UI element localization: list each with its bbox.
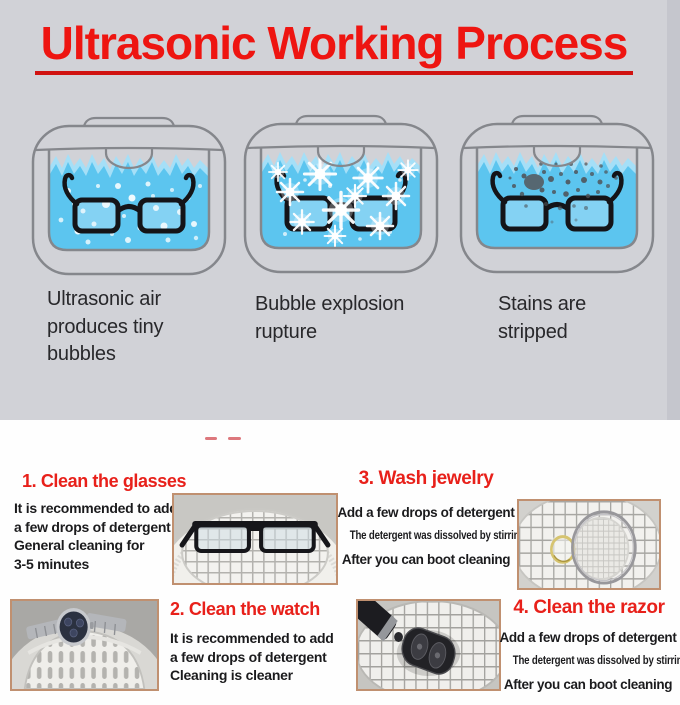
jewelry-in-basket-image [519,501,659,588]
stains-tank-icon [459,114,655,274]
step-1-heading: 1. Clean the glasses [22,471,187,491]
glasses-in-basket-image [174,495,336,583]
step-2-text: It is recommended to add a few drops of … [170,630,334,683]
razor-handle-icon [358,601,398,642]
razor-button-icon [394,632,403,642]
stage-caption-1: Ultrasonic air produces tiny bubbles [47,288,164,366]
step-2-heading: 2. Clean the watch [170,599,320,619]
red-mark [228,437,241,440]
sparkles-tank-icon [243,114,439,274]
stain-particles-icon [508,162,618,224]
step-4-text: Add a few drops of detergent The deterge… [499,630,680,692]
razor-head-icon [401,627,456,675]
tank-illustration-stains [456,114,658,282]
razor-in-basket-image [358,601,499,689]
photo-razor-in-basket [356,599,501,691]
right-edge-band [667,0,680,420]
page-title-text: Ultrasonic Working Process [34,19,634,76]
stage-caption-3: Stains are stripped [498,293,587,343]
stage-caption-2: Bubble explosion rupture [255,293,405,343]
page-title: Ultrasonic Working Process [0,19,668,76]
glasses-icon [179,521,331,553]
watch-on-basket-image [12,601,157,689]
photo-glasses-in-basket [172,493,338,585]
step-4-heading: 4. Clean the razor [513,597,665,618]
watch-icon [26,608,127,646]
photo-jewelry-in-basket [517,499,661,590]
step-3-heading: 3. Wash jewelry [358,468,494,489]
step-1-text: It is recommended to add a few drops of … [14,500,178,572]
red-mark [205,437,217,440]
step-3-text: Add a few drops of detergent The deterge… [337,505,526,567]
photo-watch-on-basket [10,599,159,691]
silver-bangle-icon [571,510,637,585]
working-process-section: Ultrasonic Working Process [0,0,680,420]
tank-illustration-explosion [240,114,442,282]
bubbles-tank-icon [31,116,227,276]
tank-illustration-bubbles [28,116,230,284]
